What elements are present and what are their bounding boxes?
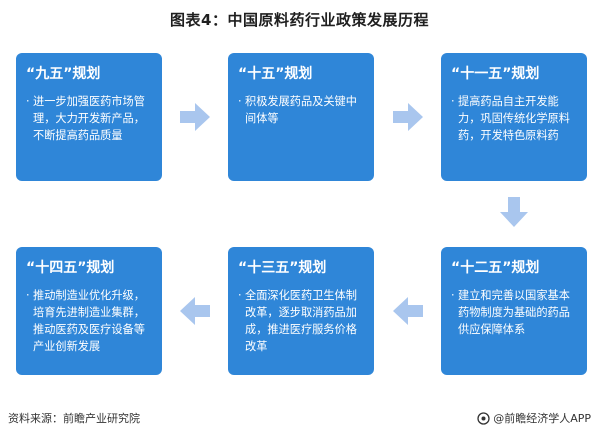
card-heading: “十二五”规划 xyxy=(451,260,540,276)
arrow-left-icon xyxy=(180,297,210,325)
bullet: · xyxy=(451,95,455,108)
card-heading: “十四五”规划 xyxy=(26,260,115,276)
arrow-right-icon xyxy=(393,103,423,131)
policy-card-9th: “九五”规划 · 进一步加强医药市场管理，大力开发新产品，不断提高药品质量 xyxy=(16,53,162,181)
brand-footer: @前瞻经济学人APP xyxy=(477,410,591,426)
arrow-right-icon xyxy=(180,103,210,131)
bullet: · xyxy=(26,289,30,302)
card-text: 进一步加强医药市场管理，大力开发新产品，不断提高药品质量 xyxy=(33,95,145,142)
source-note: 资料来源：前瞻产业研究院 xyxy=(8,412,140,425)
card-heading: “十三五”规划 xyxy=(238,260,327,276)
bullet: · xyxy=(238,289,242,302)
card-text: 推动制造业优化升级，培育先进制造业集群，推动医药及医疗设备等产业创新发展 xyxy=(33,289,145,353)
arrow-left-icon xyxy=(393,297,423,325)
chart-title: 图表4：中国原料药行业政策发展历程 xyxy=(170,11,429,29)
policy-card-12th: “十二五”规划 · 建立和完善以国家基本药物制度为基础的药品供应保障体系 xyxy=(441,247,587,375)
bullet: · xyxy=(451,289,455,302)
card-text: 全面深化医药卫生体制改革，逐步取消药品加成，推进医疗服务价格改革 xyxy=(245,289,357,353)
card-text: 建立和完善以国家基本药物制度为基础的药品供应保障体系 xyxy=(458,289,570,336)
card-heading: “十五”规划 xyxy=(238,66,313,82)
policy-card-10th: “十五”规划 · 积极发展药品及关键中间体等 xyxy=(228,53,374,181)
policy-card-14th: “十四五”规划 · 推动制造业优化升级，培育先进制造业集群，推动医药及医疗设备等… xyxy=(16,247,162,375)
brand-logo-icon xyxy=(477,411,490,425)
card-heading: “十一五”规划 xyxy=(451,66,540,82)
policy-card-13th: “十三五”规划 · 全面深化医药卫生体制改革，逐步取消药品加成，推进医疗服务价格… xyxy=(228,247,374,375)
card-heading: “九五”规划 xyxy=(26,66,101,82)
brand-text: @前瞻经济学人APP xyxy=(493,412,591,425)
policy-card-11th: “十一五”规划 · 提高药品自主开发能力，巩固传统化学原料药，开发特色原料药 xyxy=(441,53,587,181)
bullet: · xyxy=(238,95,242,108)
arrow-down-icon xyxy=(500,197,528,227)
card-text: 提高药品自主开发能力，巩固传统化学原料药，开发特色原料药 xyxy=(458,95,570,142)
bullet: · xyxy=(26,95,30,108)
card-text: 积极发展药品及关键中间体等 xyxy=(245,95,357,125)
